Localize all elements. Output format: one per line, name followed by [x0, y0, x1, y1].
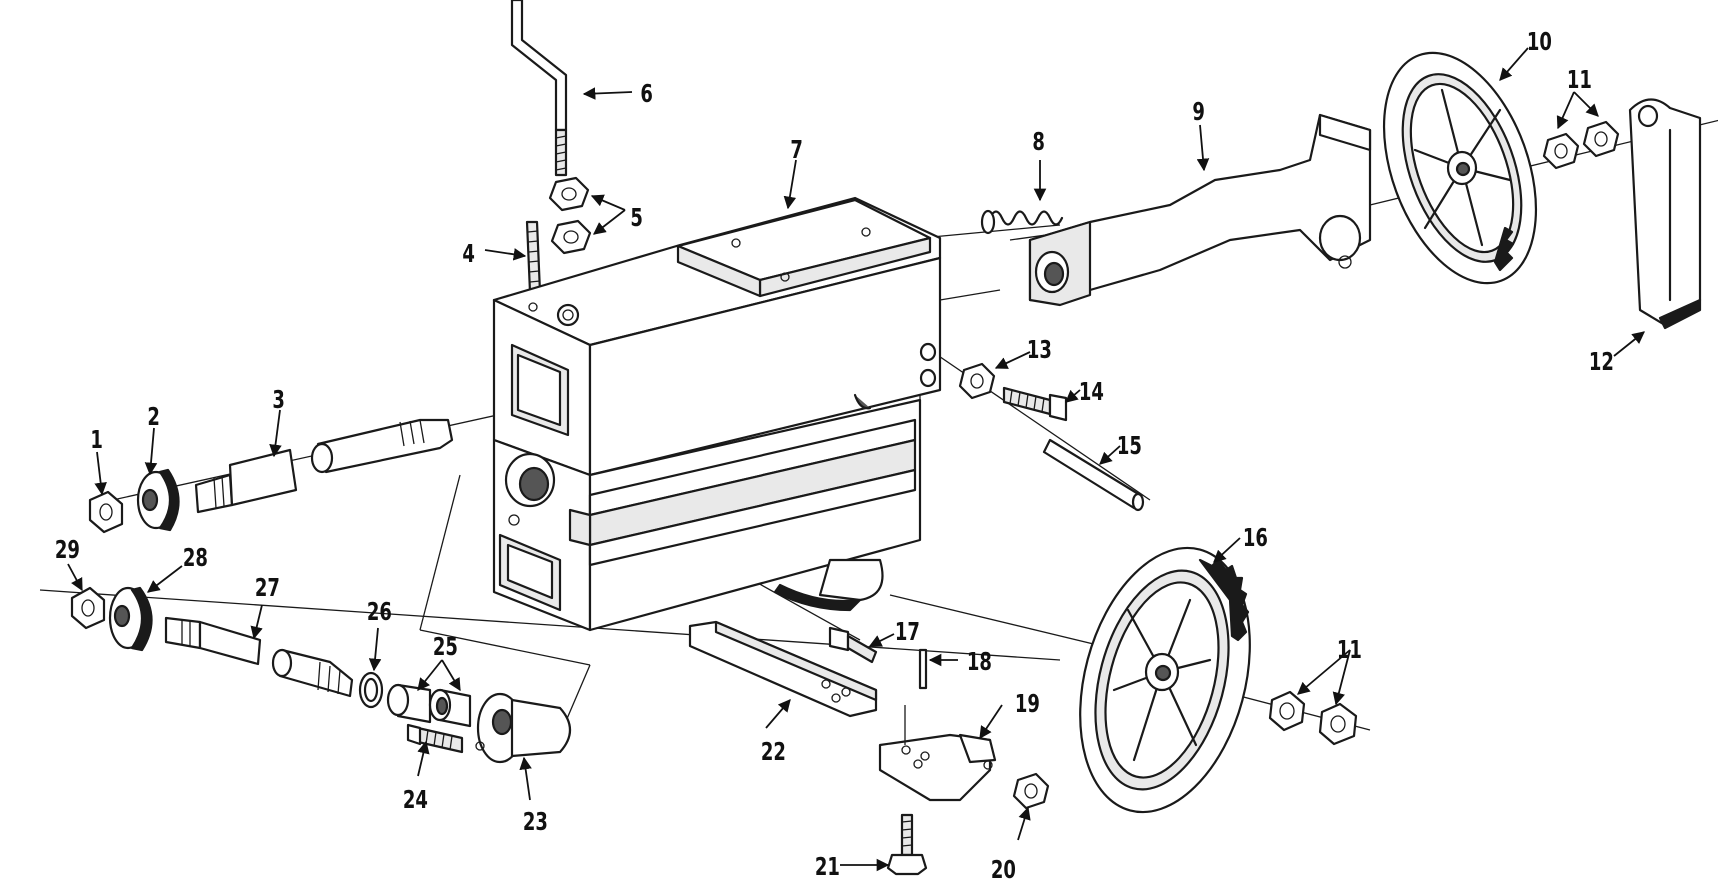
part-crank-handle [510, 0, 568, 177]
callout-labels: 1 2 3 4 5 6 7 8 9 10 11 12 13 14 15 16 1… [55, 28, 1614, 885]
callout-20: 20 [991, 856, 1016, 885]
part-gear-16 [1079, 546, 1251, 814]
part-washer-28 [108, 586, 153, 652]
callout-14: 14 [1079, 378, 1104, 407]
part-arm-9 [1028, 113, 1372, 307]
part-shaft-27 [164, 616, 354, 698]
callout-2: 2 [147, 403, 160, 432]
part-nut-20 [1012, 772, 1050, 810]
part-nut-13 [958, 362, 996, 400]
callout-23: 23 [523, 808, 548, 837]
callout-8: 8 [1032, 128, 1045, 157]
part-screw-17 [828, 626, 878, 664]
callout-22: 22 [761, 738, 786, 767]
callout-1: 1 [90, 426, 103, 455]
callout-27: 27 [255, 574, 280, 603]
callout-15: 15 [1117, 432, 1142, 461]
part-gib-22 [688, 620, 878, 718]
part-spring-8 [980, 209, 1064, 235]
callout-4: 4 [462, 240, 475, 269]
callout-10: 10 [1527, 28, 1552, 57]
part-link-12 [1628, 98, 1702, 330]
callout-7: 7 [790, 136, 803, 165]
part-pin-18 [918, 648, 928, 690]
callout-29: 29 [55, 536, 80, 565]
callout-11-bottom: 11 [1337, 636, 1362, 665]
callout-6: 6 [640, 80, 653, 109]
part-bushings-25 [386, 683, 472, 728]
part-set-screw-4 [525, 220, 542, 294]
leader-lines [67, 47, 1645, 872]
callout-5: 5 [630, 204, 643, 233]
part-bracket-19 [878, 705, 997, 802]
part-nuts-11-top [1542, 120, 1620, 170]
callout-13: 13 [1027, 336, 1052, 365]
part-screw-24 [406, 723, 464, 754]
callout-18: 18 [967, 648, 992, 677]
callout-3: 3 [272, 386, 285, 415]
part-hex-nuts-5 [548, 176, 592, 255]
part-pin-15 [1042, 438, 1145, 512]
part-washer-2 [136, 468, 180, 532]
callout-26: 26 [367, 598, 392, 627]
part-shaft-3 [194, 418, 454, 514]
callout-19: 19 [1015, 690, 1040, 719]
part-nuts-11-bottom [1268, 690, 1358, 746]
callout-11-top: 11 [1567, 66, 1592, 95]
part-main-body [492, 196, 942, 632]
callout-16: 16 [1243, 524, 1268, 553]
callout-28: 28 [183, 544, 208, 573]
part-gear-10 [1382, 51, 1538, 285]
part-ring-26 [358, 671, 384, 709]
part-bearing-23 [475, 692, 572, 764]
callout-9: 9 [1192, 98, 1205, 127]
part-nut-1 [88, 490, 124, 534]
part-bolt-21 [886, 813, 928, 876]
callout-12: 12 [1589, 348, 1614, 377]
part-nut-29 [70, 586, 106, 630]
part-screw-14 [1002, 386, 1068, 422]
callout-17: 17 [895, 618, 920, 647]
callout-21: 21 [815, 853, 840, 882]
callout-25: 25 [433, 633, 458, 662]
callout-24: 24 [403, 786, 428, 815]
